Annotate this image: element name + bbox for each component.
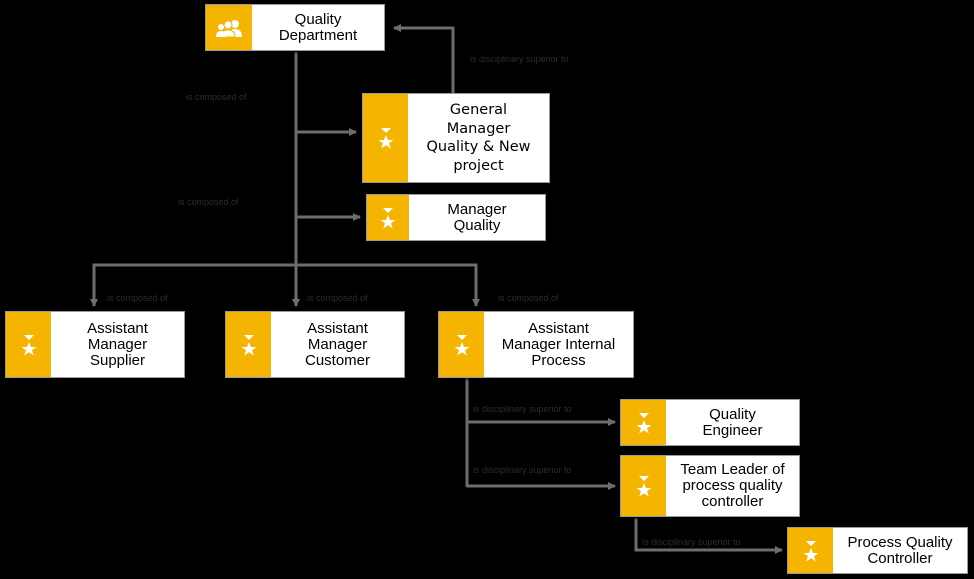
edge-label-reports-to-department: is disciplinary superior to	[470, 54, 569, 64]
edge-label-composed-supplier: is composed of	[107, 293, 168, 303]
node-am-internal[interactable]: Assistant Manager Internal Process	[438, 311, 634, 378]
node-label: Assistant Manager Supplier	[87, 319, 148, 369]
node-quality-engineer[interactable]: Quality Engineer	[620, 399, 800, 446]
node-team-leader[interactable]: Team Leader of process quality controlle…	[620, 455, 800, 517]
edge-label-superior-controller: is disciplinary superior to	[642, 537, 741, 547]
edge-label-superior-engineer: is disciplinary superior to	[473, 404, 572, 414]
position-icon	[621, 456, 666, 516]
connector-to-am-supplier	[90, 263, 296, 307]
node-label: Assistant Manager Customer	[304, 319, 371, 369]
position-icon	[439, 312, 484, 377]
edge-label-superior-team-leader: is disciplinary superior to	[473, 465, 572, 475]
edge-label-composed-customer: is composed of	[307, 293, 368, 303]
edge-label-composed-of-gm: is composed of	[186, 92, 247, 102]
edge-label-composed-internal: is composed of	[498, 293, 559, 303]
position-icon	[788, 528, 833, 573]
node-label: Process Quality Controller	[847, 533, 953, 567]
edge-label-composed-of-mq: is composed of	[178, 197, 239, 207]
position-icon	[367, 195, 409, 240]
node-general-manager[interactable]: General Manager Quality & New project	[362, 93, 550, 183]
node-am-customer[interactable]: Assistant Manager Customer	[225, 311, 405, 378]
node-label: Manager Quality	[447, 200, 507, 234]
node-manager-quality[interactable]: Manager Quality	[366, 194, 546, 241]
node-label: Team Leader of process quality controlle…	[680, 461, 785, 510]
position-icon	[6, 312, 51, 377]
group-icon	[206, 5, 252, 50]
position-icon	[226, 312, 271, 377]
node-am-supplier[interactable]: Assistant Manager Supplier	[5, 311, 185, 378]
node-label: General Manager Quality & New project	[426, 102, 531, 174]
connector-gm-to-department	[393, 24, 455, 93]
position-icon	[363, 94, 408, 182]
node-label: Assistant Manager Internal Process	[501, 319, 616, 369]
connector-to-am-internal	[296, 263, 480, 307]
connector-to-process-controller	[634, 518, 783, 554]
node-process-controller[interactable]: Process Quality Controller	[787, 527, 968, 574]
node-label: Quality Engineer	[702, 405, 763, 439]
node-quality-department[interactable]: Quality Department	[205, 4, 385, 51]
node-label: Quality Department	[278, 10, 358, 44]
position-icon	[621, 400, 666, 445]
